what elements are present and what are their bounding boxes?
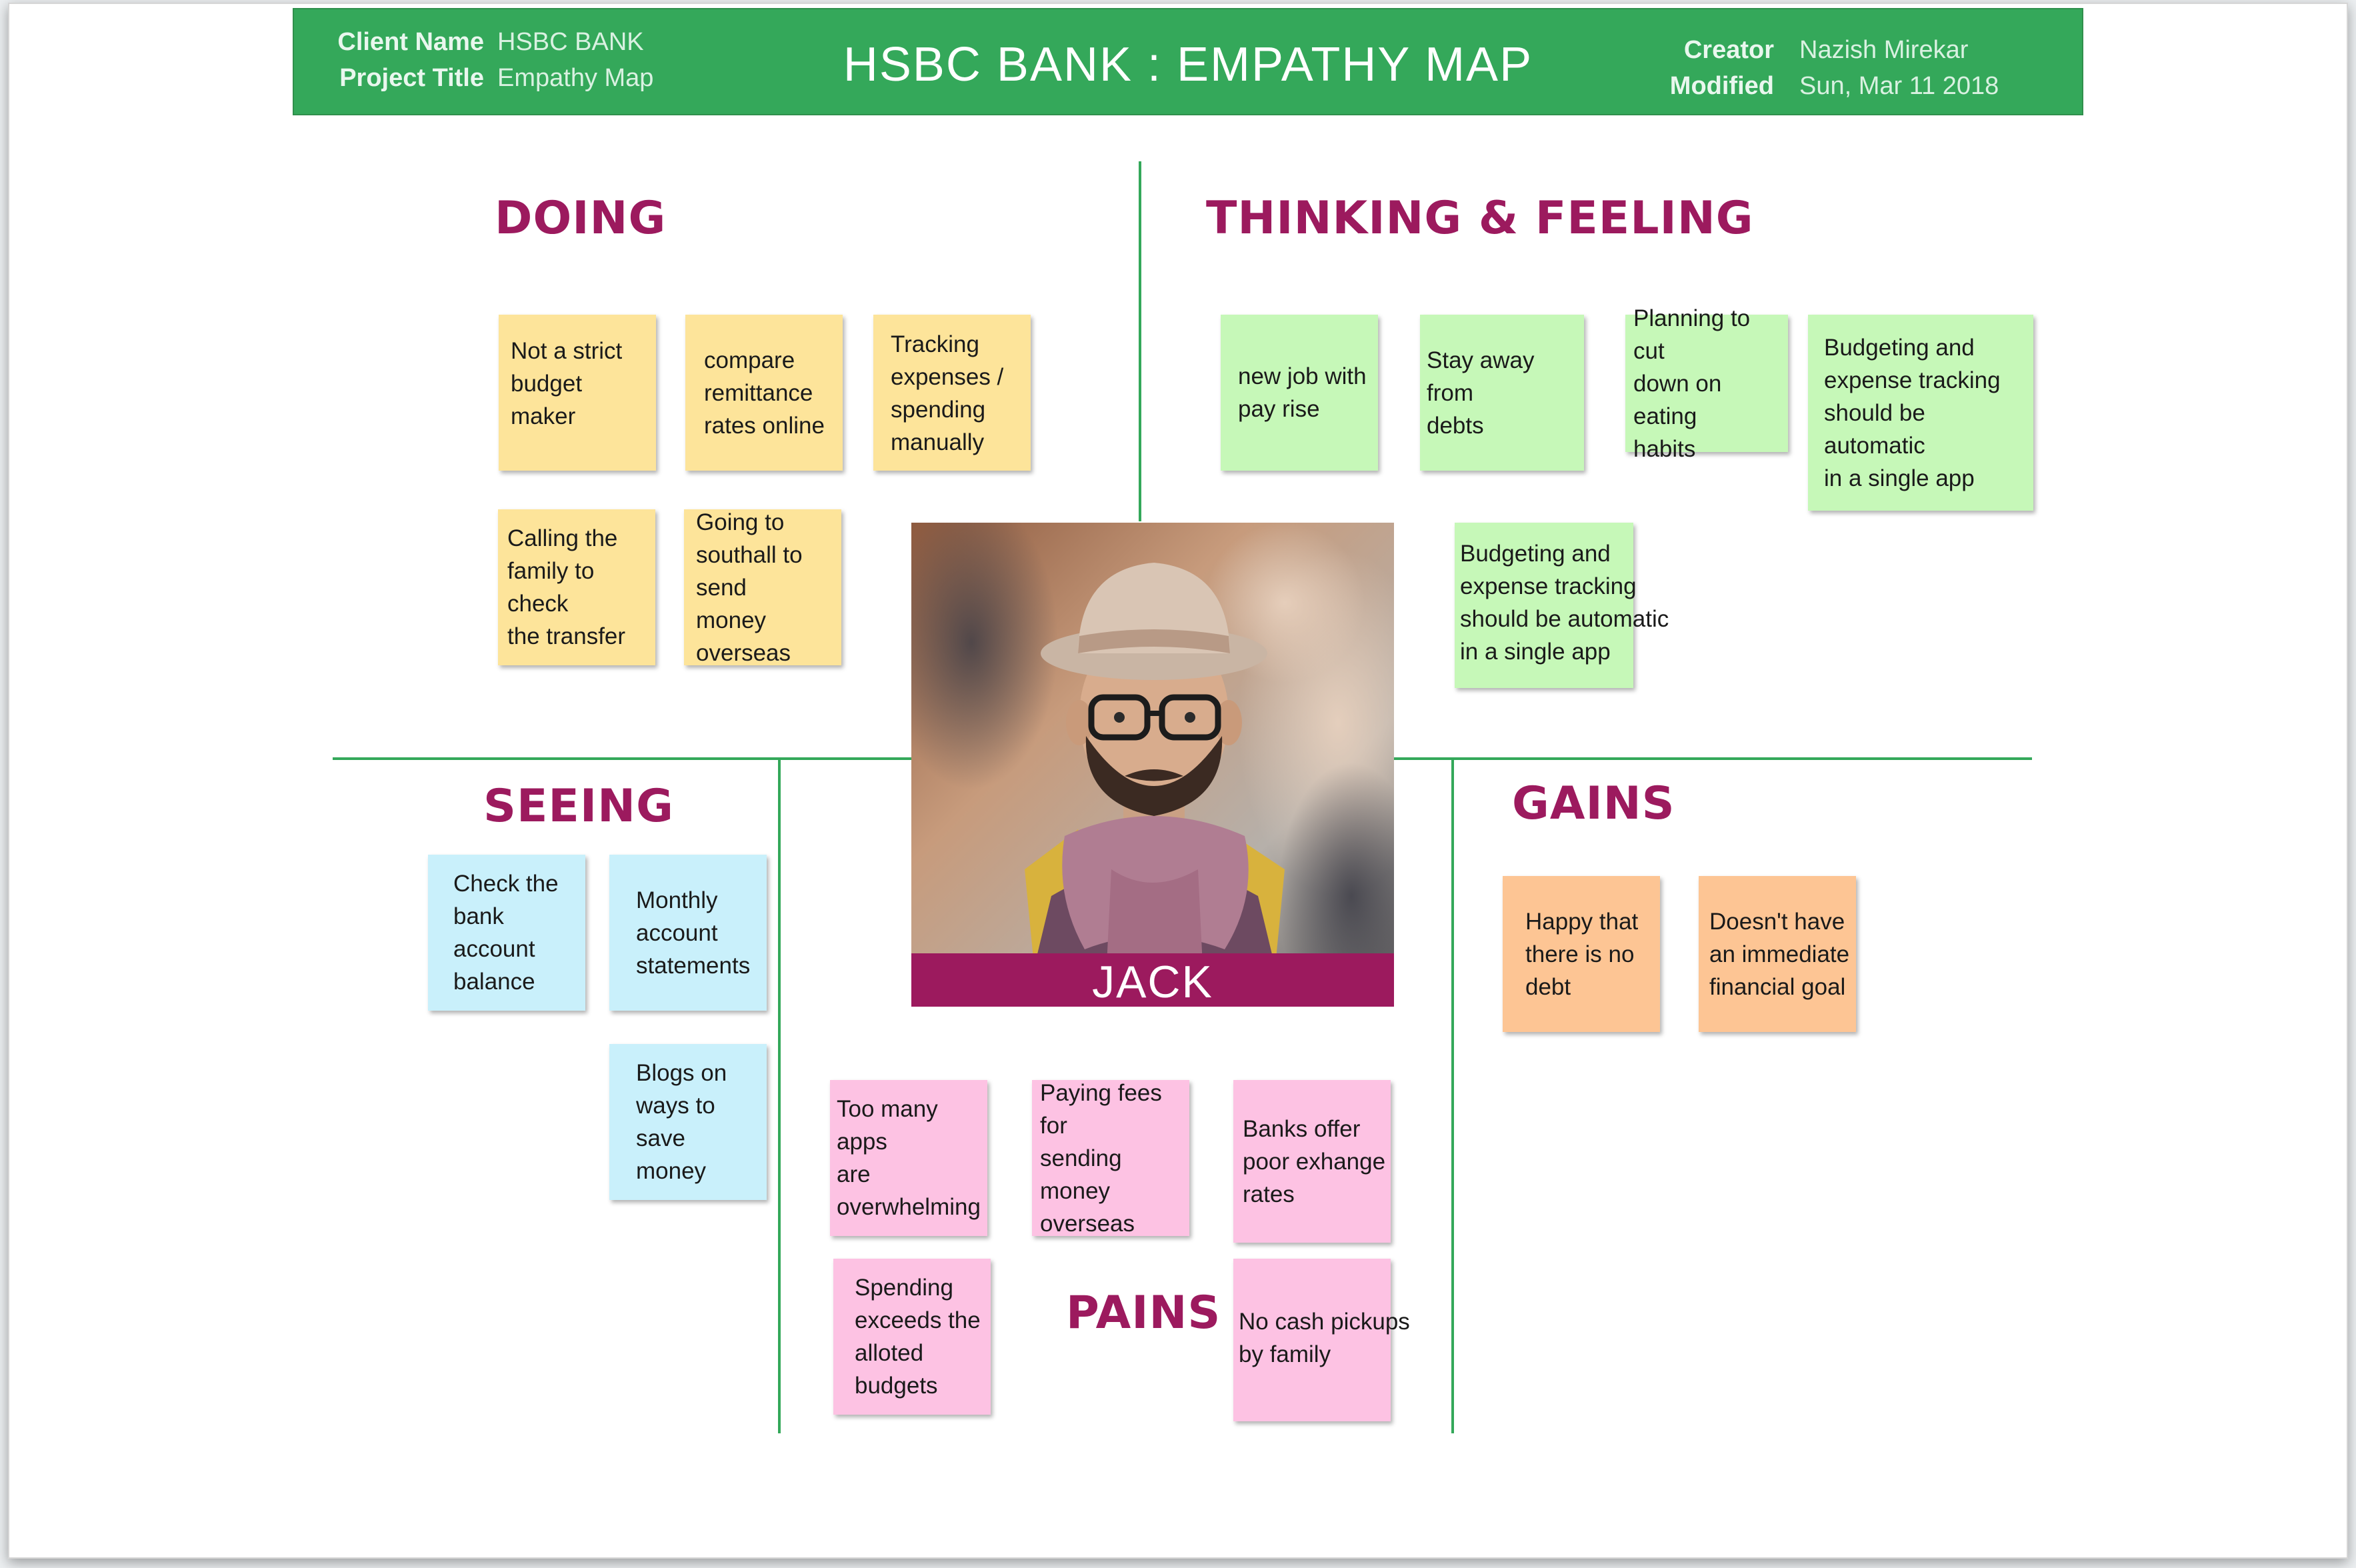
modified-label: Modified [1669,72,1774,100]
sticky-note-doing[interactable]: Going to southall to send money overseas [684,509,841,666]
creator-value: Nazish Mirekar [1799,36,1969,64]
section-title-pains: PAINS [1066,1287,1221,1339]
persona-card[interactable]: JACK [911,523,1394,1007]
divider-top-vertical [1139,161,1141,521]
sticky-note-seeing[interactable]: Monthly account statements [609,855,767,1011]
sticky-note-thinking[interactable]: Budgeting and expense tracking should be… [1808,315,2033,511]
sticky-note-seeing[interactable]: Blogs on ways to save money [609,1044,767,1200]
divider-right-vertical [1451,760,1454,1433]
sticky-note-doing[interactable]: Not a strict budget maker [499,315,656,471]
sticky-note-thinking[interactable]: Budgeting and expense tracking should be… [1455,523,1669,688]
sticky-note-thinking[interactable]: Stay away from debts [1420,315,1584,471]
project-title-label: Project Title [339,64,484,92]
section-title-seeing: SEEING [483,780,674,833]
client-name-label: Client Name [337,28,484,56]
sticky-note-thinking[interactable]: Planning to cut down on eating habits [1625,305,1788,462]
section-title-doing: DOING [495,192,667,245]
divider-right-horizontal [1394,757,2032,760]
sticky-note-seeing[interactable]: Check the bank account balance [428,855,585,1011]
section-title-thinking-feeling: THINKING & FEELING [1206,192,1754,245]
sticky-note-doing[interactable]: compare remittance rates online [685,315,843,471]
sticky-note-gains[interactable]: Doesn't have an immediate financial goal [1699,876,1856,1032]
creator-label: Creator [1683,36,1774,64]
section-title-gains: GAINS [1512,777,1675,830]
sticky-note-pains[interactable]: Banks offer poor exhange rates [1233,1080,1391,1243]
modified-value: Sun, Mar 11 2018 [1799,72,1999,100]
page-title: HSBC BANK : EMPATHY MAP [843,38,1533,91]
sticky-note-pains[interactable]: Too many apps are overwhelming [830,1080,987,1236]
sticky-note-thinking[interactable]: new job with pay rise [1221,315,1378,471]
persona-name: JACK [911,953,1394,1007]
sticky-note-pains[interactable]: No cash pickups by family [1233,1259,1410,1421]
persona-photo [911,523,1394,1007]
sticky-note-pains[interactable]: Paying fees for sending money overseas [1032,1080,1189,1237]
sticky-note-doing[interactable]: Calling the family to check the transfer [498,509,655,665]
client-name-value: HSBC BANK [497,28,644,56]
sticky-note-gains[interactable]: Happy that there is no debt [1503,876,1660,1032]
header-bar: Client Name HSBC BANK Project Title Empa… [293,8,2083,115]
sticky-note-pains[interactable]: Spending exceeds the alloted budgets [833,1259,991,1415]
project-title-value: Empathy Map [497,64,654,92]
divider-left-vertical [778,760,781,1433]
sticky-note-doing[interactable]: Tracking expenses / spending manually [873,315,1031,471]
divider-left-horizontal [333,757,911,760]
empathy-map-canvas: Client Name HSBC BANK Project Title Empa… [8,3,2348,1559]
